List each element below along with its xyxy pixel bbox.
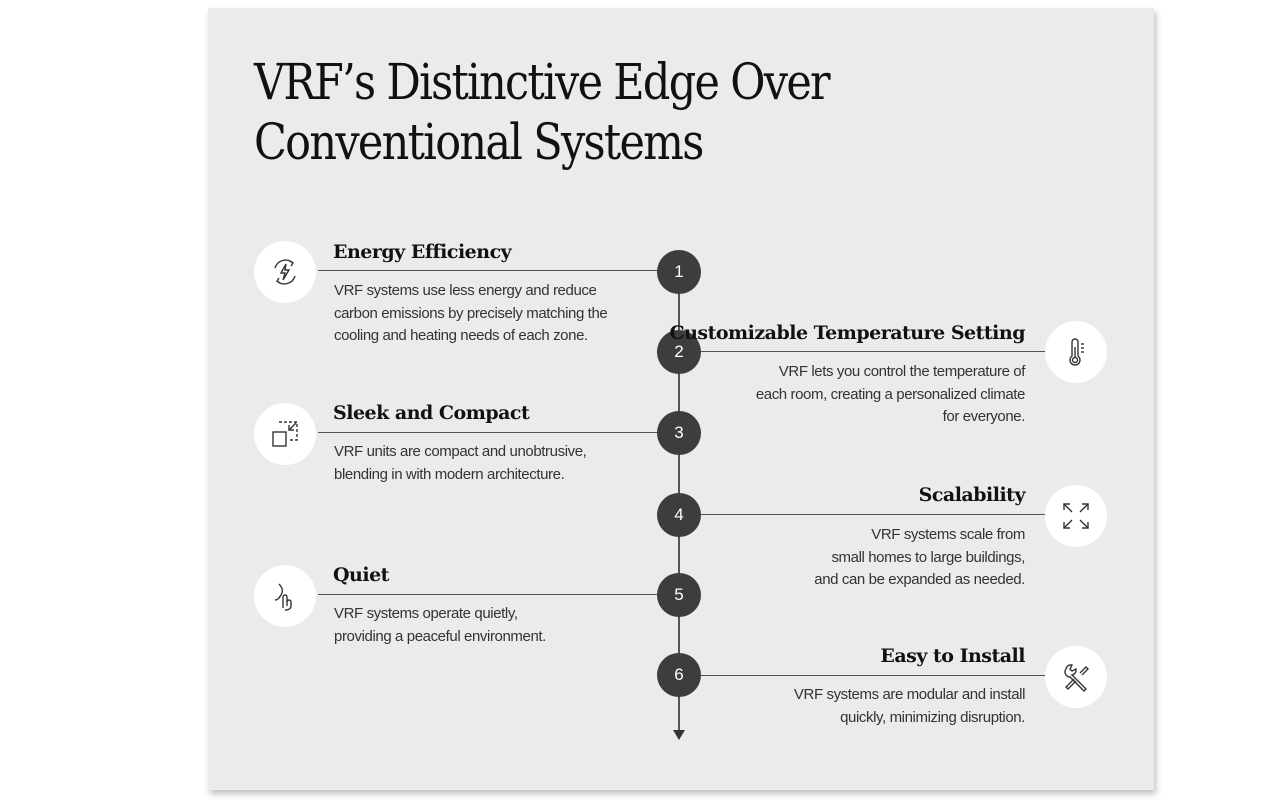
connector-line-1 xyxy=(318,270,678,271)
icon-circle-2 xyxy=(1045,321,1107,383)
timeline-arrowhead xyxy=(673,730,685,740)
energy-cycle-icon xyxy=(274,259,296,285)
item-title-1: Energy Efficiency xyxy=(333,241,512,263)
item-description-6: VRF systems are modular and install quic… xyxy=(793,686,1025,726)
icon-circle-5 xyxy=(254,565,316,627)
thermometer-icon xyxy=(1069,338,1084,366)
item-title-5: Quiet xyxy=(333,564,389,586)
page-title: VRF’s Distinctive Edge Over Conventional… xyxy=(254,52,856,172)
step-number-3: 3 xyxy=(657,411,701,455)
item-description-4: VRF systems scale from small homes to la… xyxy=(814,526,1025,588)
step-number-5: 5 xyxy=(657,573,701,617)
item-description-2: VRF lets you control the temperature of … xyxy=(755,363,1026,425)
icon-circle-3 xyxy=(254,403,316,465)
quiet-icon xyxy=(274,583,292,611)
connector-line-6 xyxy=(680,675,1046,676)
item-description-5: VRF systems operate quietly, providing a… xyxy=(334,605,546,645)
step-number-1: 1 xyxy=(657,250,701,294)
connector-line-3 xyxy=(318,432,678,433)
item-title-6: Easy to Install xyxy=(880,645,1025,667)
compact-icon xyxy=(272,421,298,447)
connector-line-5 xyxy=(318,594,678,595)
item-title-2: Customizable Temperature Setting xyxy=(669,322,1025,344)
title-line-1: VRF’s Distinctive Edge Over xyxy=(254,53,831,111)
connector-line-4 xyxy=(680,514,1046,515)
tools-icon xyxy=(1064,664,1089,692)
step-number-6: 6 xyxy=(657,653,701,697)
item-title-3: Sleek and Compact xyxy=(333,402,530,424)
icon-circle-6 xyxy=(1045,646,1107,708)
icon-circle-1 xyxy=(254,241,316,303)
icon-circle-4 xyxy=(1045,485,1107,547)
item-description-1: VRF systems use less energy and reduce c… xyxy=(334,282,608,344)
item-title-4: Scalability xyxy=(918,484,1026,506)
item-description-3: VRF units are compact and unobtrusive, b… xyxy=(334,443,587,483)
step-number-2: 2 xyxy=(657,330,701,374)
expand-icon xyxy=(1063,503,1089,529)
step-number-4: 4 xyxy=(657,493,701,537)
title-line-2: Conventional Systems xyxy=(254,113,704,171)
connector-line-2 xyxy=(680,351,1046,352)
